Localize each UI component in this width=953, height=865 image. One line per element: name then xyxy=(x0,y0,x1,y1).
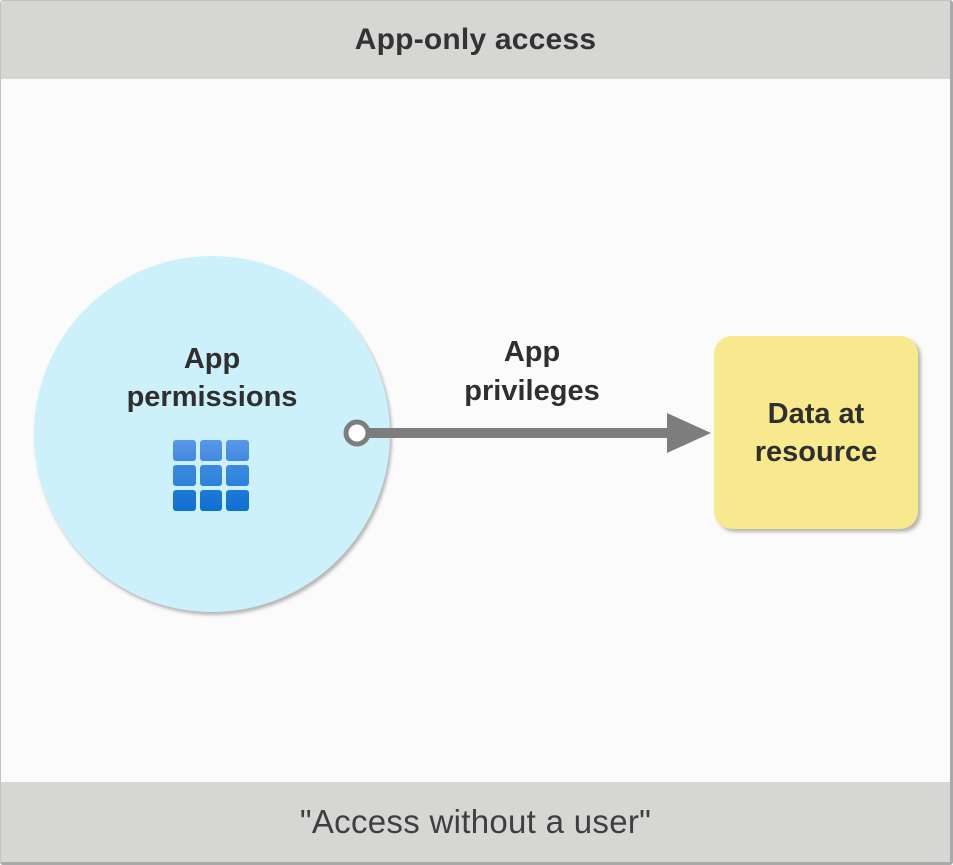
app-privileges-label: App privileges xyxy=(432,333,632,411)
grid-cell xyxy=(226,440,249,461)
app-grid-icon xyxy=(173,440,249,511)
header-bar: App-only access xyxy=(1,1,950,79)
app-permissions-label-text: App permissions xyxy=(126,343,298,413)
grid-cell xyxy=(199,465,223,486)
grid-cell xyxy=(173,440,196,461)
app-permissions-circle: App permissions xyxy=(34,256,390,612)
diagram-canvas: App permissions App privileges xyxy=(1,79,950,782)
arrow-origin-node xyxy=(343,419,371,447)
grid-cell xyxy=(226,465,249,486)
grid-cell xyxy=(173,490,196,511)
data-resource-box: Data at resource xyxy=(714,336,918,529)
app-permissions-label: App permissions xyxy=(34,340,390,416)
grid-cell xyxy=(173,465,196,486)
data-resource-label: Data at resource xyxy=(754,397,878,468)
footer-caption: "Access without a user" xyxy=(299,803,652,840)
app-privileges-label-text: App privileges xyxy=(464,336,600,407)
page-title: App-only access xyxy=(354,23,597,56)
footer-bar: "Access without a user" xyxy=(1,782,950,862)
grid-cell xyxy=(199,440,223,461)
arrow-head-icon xyxy=(667,413,711,453)
grid-cell xyxy=(226,490,249,511)
grid-cell xyxy=(199,490,223,511)
privileges-arrow xyxy=(343,413,711,453)
